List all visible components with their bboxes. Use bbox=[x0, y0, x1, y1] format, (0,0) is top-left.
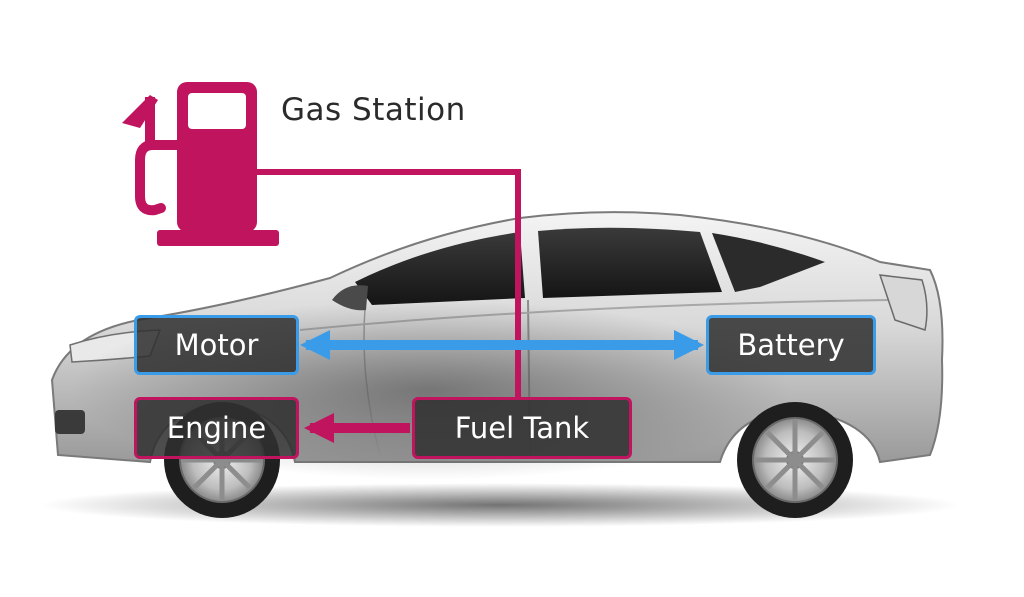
ground-shadow bbox=[40, 483, 960, 527]
engine-node: Engine bbox=[134, 397, 299, 459]
battery-node: Battery bbox=[706, 315, 876, 375]
fuel-tank-label: Fuel Tank bbox=[454, 411, 590, 445]
fuel-tank-node: Fuel Tank bbox=[412, 397, 632, 459]
rear-wheel bbox=[737, 402, 853, 518]
motor-label: Motor bbox=[174, 328, 259, 362]
gas-pump-icon bbox=[122, 82, 279, 246]
motor-node: Motor bbox=[134, 315, 299, 375]
battery-label: Battery bbox=[737, 328, 845, 362]
gas-station-label: Gas Station bbox=[281, 92, 466, 128]
engine-label: Engine bbox=[166, 411, 267, 445]
fuel-supply-line bbox=[257, 169, 521, 398]
